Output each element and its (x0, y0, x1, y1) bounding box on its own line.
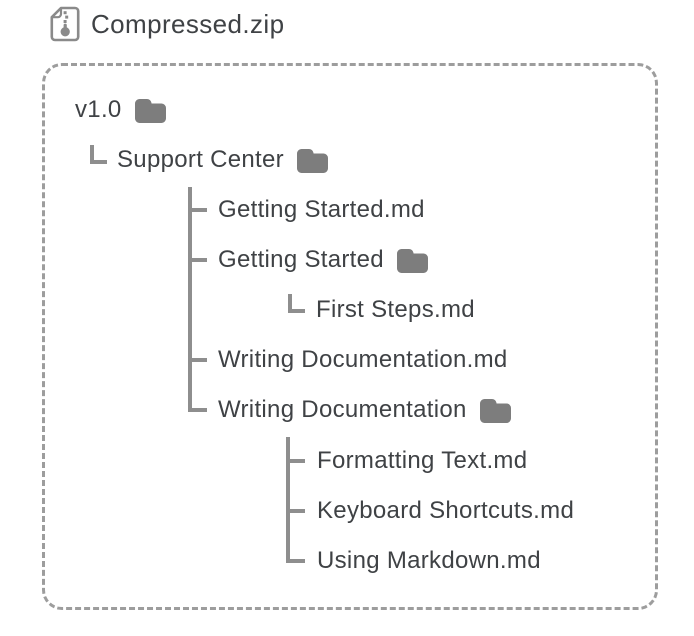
tree-item-v1-0: v1.0 (75, 92, 166, 128)
tree-item-writing-documentation-folder: Writing Documentation (218, 392, 511, 428)
tree-item-label: Getting Started.md (218, 196, 425, 223)
tree-item-label: Using Markdown.md (317, 547, 541, 574)
folder-icon (396, 248, 428, 273)
tree-elbow-connector (288, 294, 305, 313)
tree-item-label: Writing Documentation.md (218, 346, 508, 373)
tree-vertical-line (188, 187, 192, 412)
tree-item-getting-started-folder: Getting Started (218, 242, 428, 278)
tree-item-label: Formatting Text.md (317, 447, 528, 474)
folder-icon (479, 398, 511, 423)
archive-title: Compressed.zip (91, 8, 285, 39)
tree-item-formatting-text-md: Formatting Text.md (317, 443, 527, 479)
tree-item-label: Getting Started (218, 246, 384, 273)
tree-item-using-markdown-md: Using Markdown.md (317, 543, 541, 579)
folder-icon (134, 98, 166, 123)
tree-item-label: First Steps.md (316, 296, 475, 323)
tree-item-getting-started-md: Getting Started.md (218, 192, 425, 228)
tree-branch-tick (188, 258, 207, 262)
tree-elbow-connector (90, 145, 107, 164)
archive-contents-box (42, 63, 658, 610)
tree-branch-tick (188, 208, 207, 212)
tree-branch-tick (286, 509, 305, 513)
tree-item-writing-documentation-md: Writing Documentation.md (218, 342, 508, 378)
tree-branch-tick (286, 459, 305, 463)
tree-item-first-steps-md: First Steps.md (316, 292, 475, 328)
zip-file-icon (50, 6, 80, 42)
tree-branch-tick (188, 408, 207, 412)
tree-branch-tick (188, 358, 207, 362)
tree-item-label: v1.0 (75, 96, 122, 123)
tree-branch-tick (286, 559, 305, 563)
tree-item-label: Writing Documentation (218, 396, 467, 423)
tree-item-label: Support Center (117, 146, 284, 173)
tree-item-support-center: Support Center (117, 142, 328, 178)
tree-vertical-line (286, 437, 290, 563)
tree-item-label: Keyboard Shortcuts.md (317, 497, 575, 524)
tree-item-keyboard-shortcuts-md: Keyboard Shortcuts.md (317, 493, 574, 529)
archive-header: Compressed.zip (50, 6, 284, 42)
folder-icon (296, 148, 328, 173)
